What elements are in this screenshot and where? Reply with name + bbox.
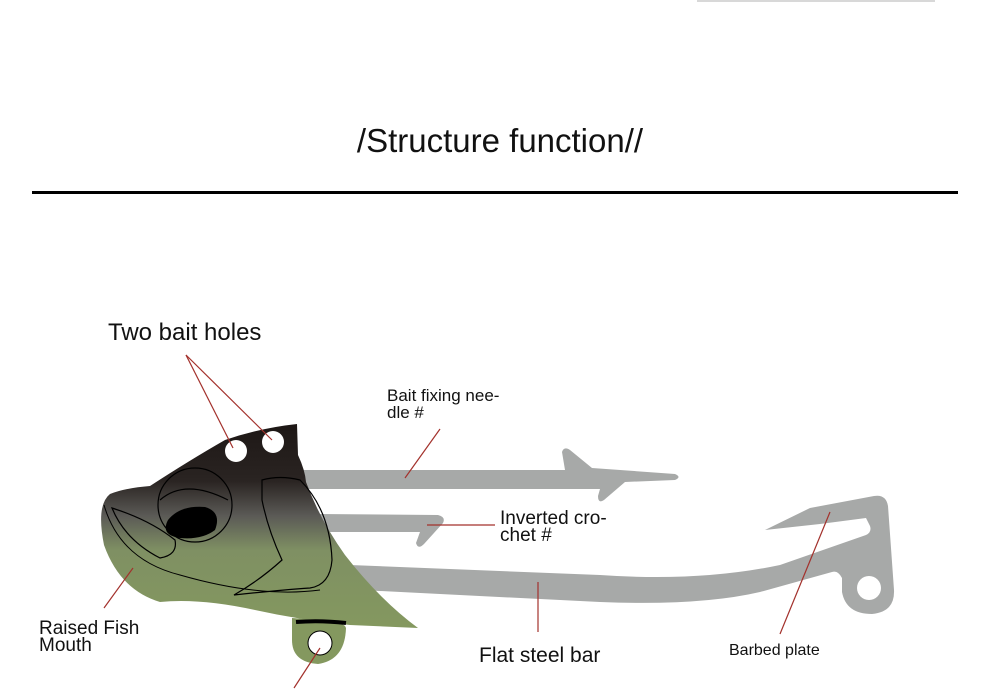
leader-bait-fixing-needle [404, 428, 441, 479]
label-raised-fish-mouth-line1: Raised Fish [39, 618, 140, 639]
label-barbed-plate: Barbed plate [729, 642, 820, 659]
label-inverted-crochet-line1: Inverted cro- [500, 508, 607, 529]
leader-line-tie [293, 647, 321, 689]
eye-outline [157, 467, 233, 543]
inverted-crochet [318, 514, 444, 547]
label-bait-fixing-needle-line2: dle # [387, 403, 424, 422]
leader-lines [103, 354, 831, 689]
leader-raised-fish-mouth [103, 567, 134, 609]
line-tie-hole [857, 576, 881, 600]
eye-pupil [165, 506, 218, 539]
leader-two-bait-holes-a [185, 354, 234, 449]
label-bait-fixing-needle: Bait fixing nee- dle # [387, 387, 499, 421]
title-divider [32, 191, 958, 194]
bait-hole-2 [262, 431, 284, 453]
label-raised-fish-mouth-line2: Mouth [39, 635, 92, 656]
label-inverted-crochet: Inverted cro- chet # [500, 508, 607, 546]
bait-hole-1 [225, 440, 247, 462]
bait-fixing-needle [300, 448, 679, 502]
label-flat-steel-bar: Flat steel bar [479, 644, 601, 667]
label-inverted-crochet-line2: chet # [500, 525, 552, 546]
page-title: /Structure function// [356, 122, 644, 159]
flat-steel-bar-and-barbed-plate [350, 495, 895, 614]
leader-two-bait-holes-b [185, 354, 273, 441]
leader-barbed-plate [779, 511, 831, 635]
top-divider-fragment [697, 0, 935, 2]
fish-head [101, 424, 418, 664]
label-bait-fixing-needle-line1: Bait fixing nee- [387, 386, 500, 405]
label-raised-fish-mouth: Raised Fish Mouth [39, 618, 140, 656]
label-two-bait-holes: Two bait holes [108, 319, 262, 346]
